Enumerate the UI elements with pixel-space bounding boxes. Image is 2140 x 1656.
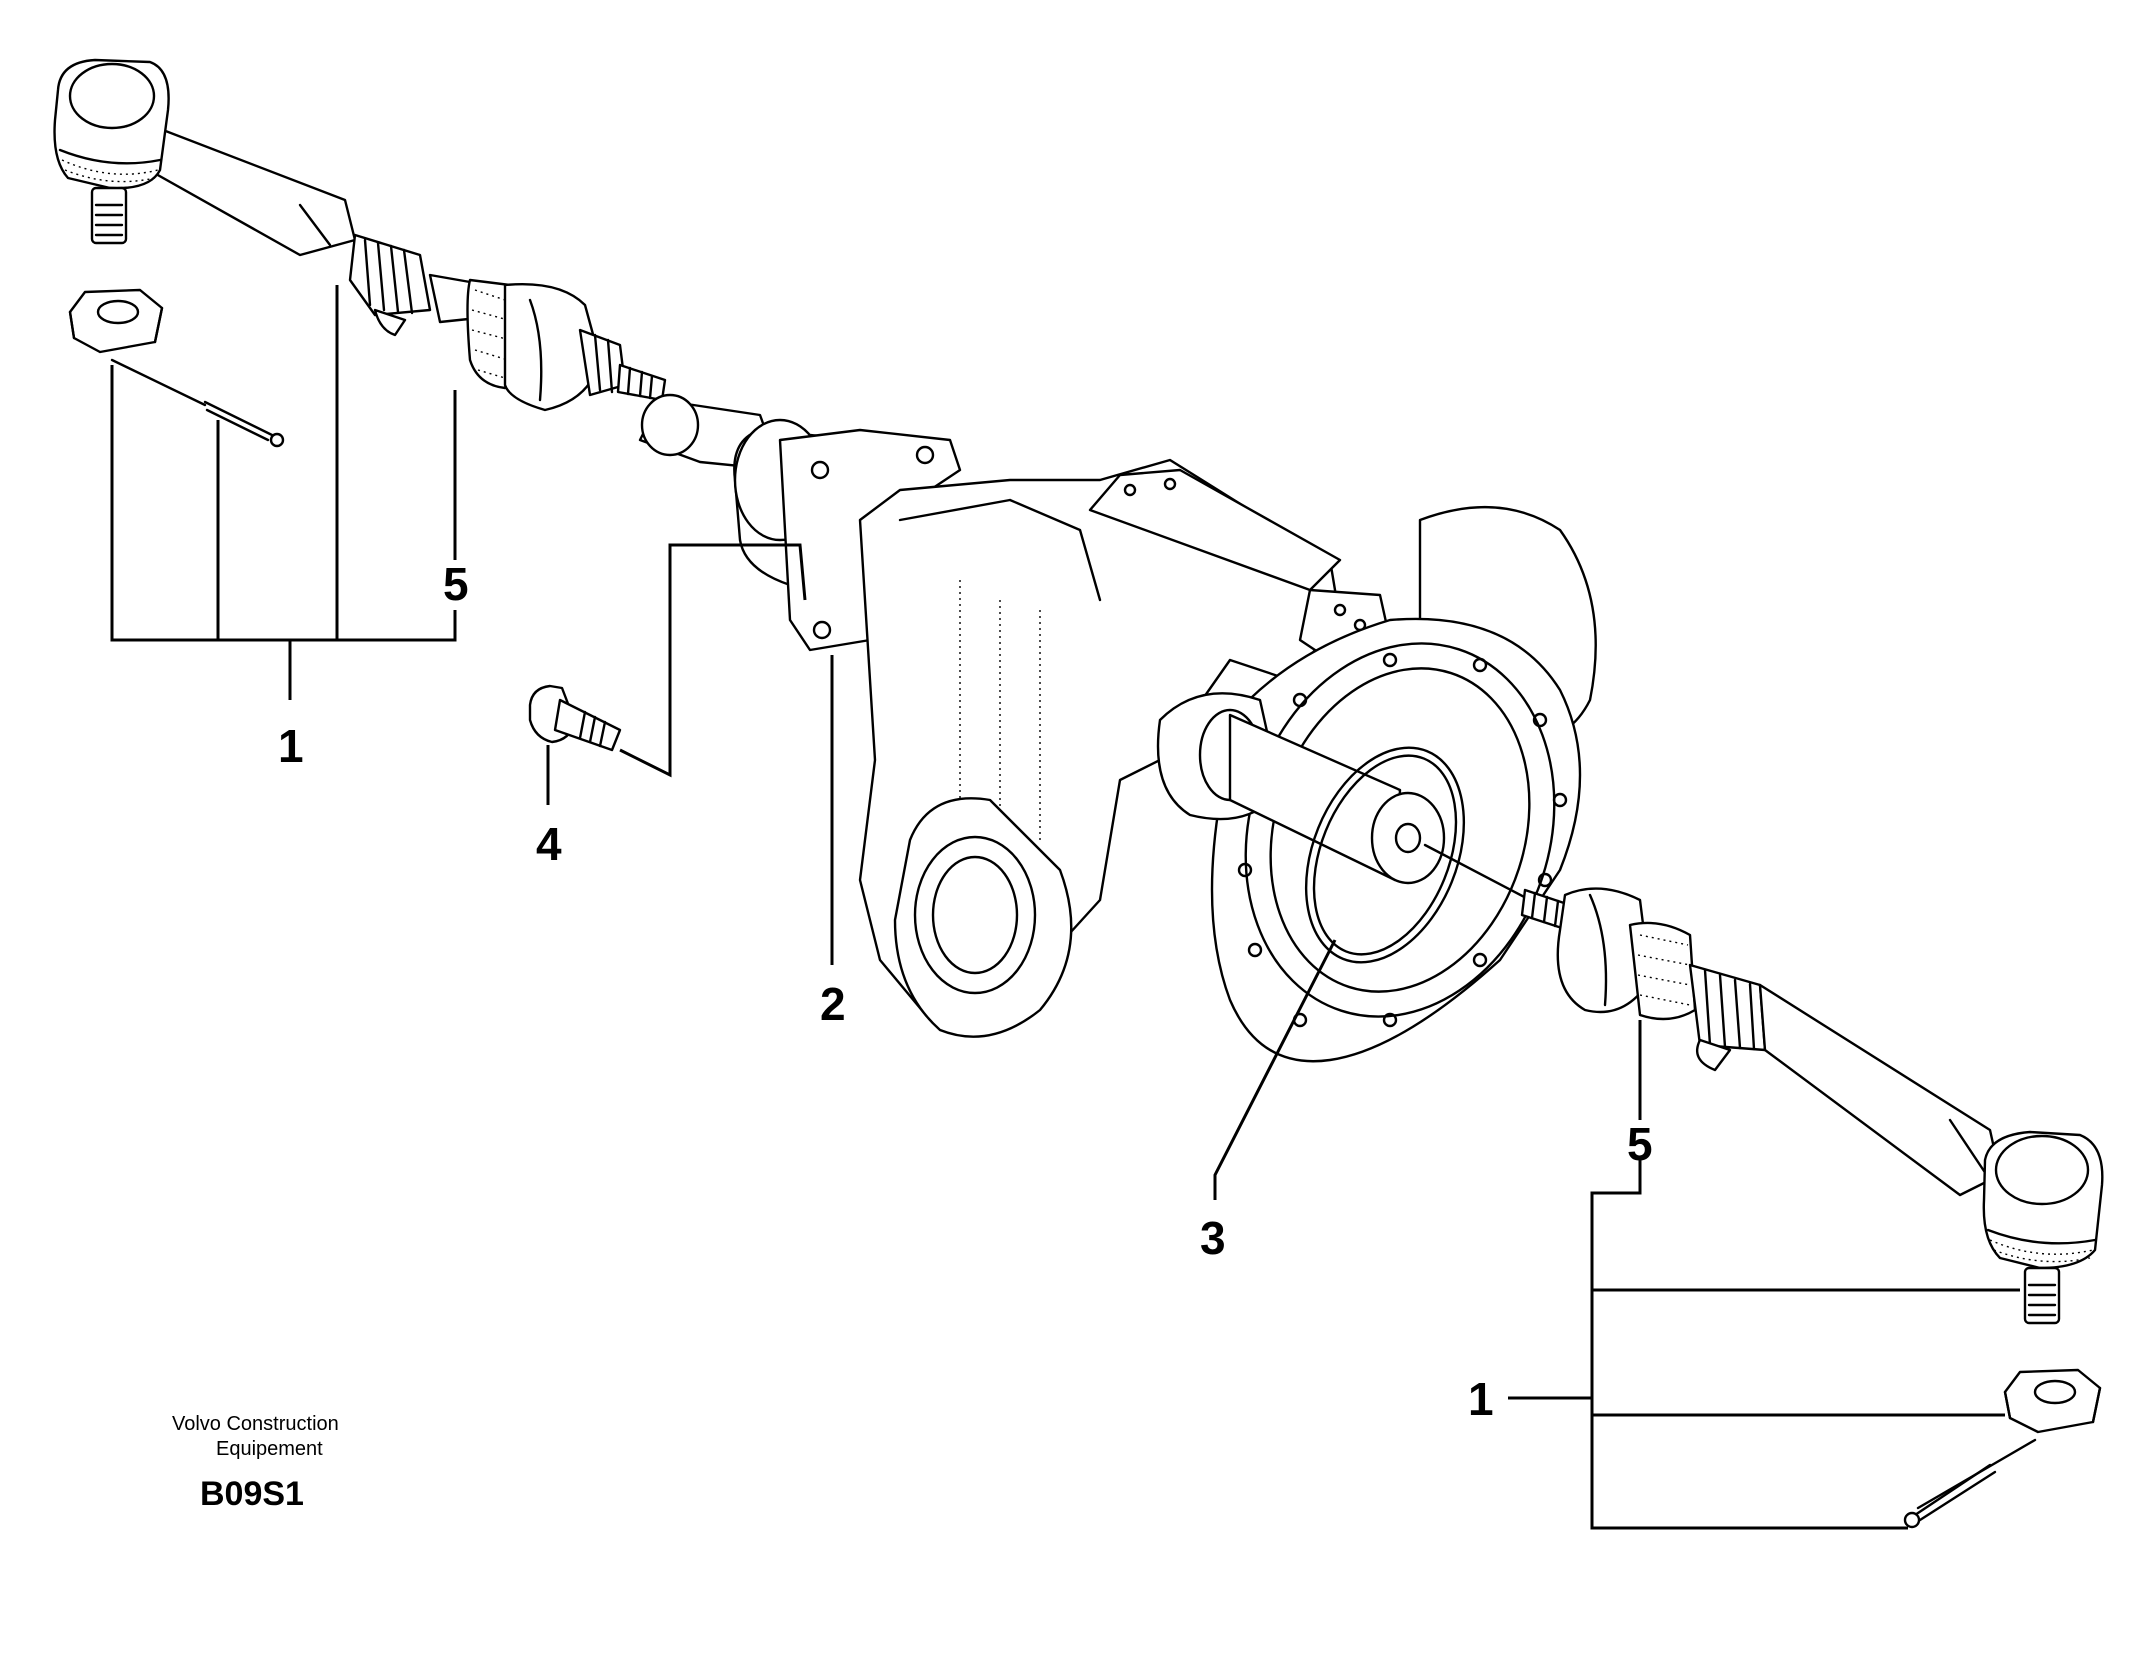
callout-3: 3 xyxy=(1200,1212,1226,1264)
right-ball-joint xyxy=(1982,1130,2104,1325)
right-tie-rod-assembly xyxy=(1423,843,2104,1529)
o-ring-seal xyxy=(1304,746,1466,964)
callout-1-right: 1 xyxy=(1468,1373,1494,1425)
mounting-bolt xyxy=(528,684,622,752)
right-castle-nut xyxy=(2003,1368,2102,1434)
brand-line-1: Volvo Construction xyxy=(172,1413,339,1435)
left-castle-nut xyxy=(68,288,164,354)
right-cotter-pin xyxy=(1903,1438,2037,1529)
callout-4: 4 xyxy=(536,818,562,870)
right-dust-boot xyxy=(1556,887,1697,1021)
callout-2: 2 xyxy=(820,978,846,1030)
left-threaded-adjuster xyxy=(348,233,432,337)
callout-leaders xyxy=(110,285,2020,1530)
callout-5-right: 5 xyxy=(1627,1118,1653,1170)
left-ball-joint xyxy=(53,58,170,245)
brand-line-2: Equipement xyxy=(216,1438,323,1460)
left-tie-rod-assembly xyxy=(53,58,782,472)
left-dust-boot xyxy=(466,278,627,412)
callout-1-left: 1 xyxy=(278,720,304,772)
drawing-code: B09S1 xyxy=(200,1475,304,1513)
left-cotter-pin xyxy=(110,358,285,448)
axle-housing xyxy=(733,418,1597,1063)
callout-5-left: 5 xyxy=(443,558,469,610)
